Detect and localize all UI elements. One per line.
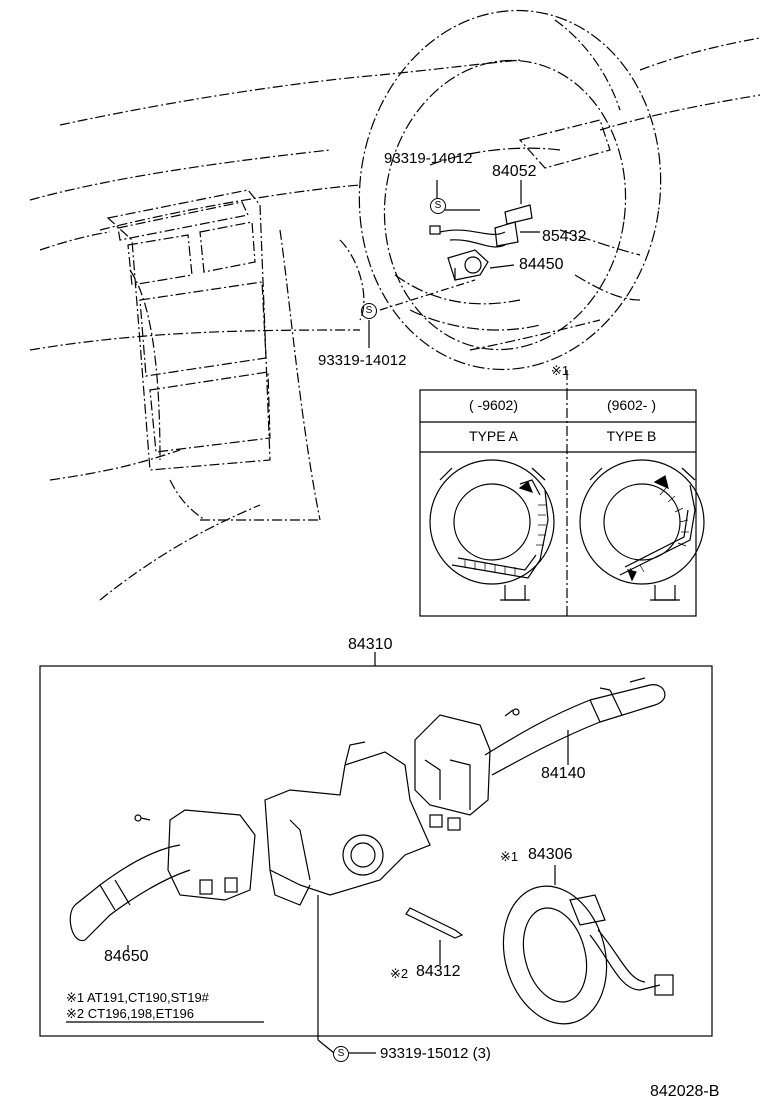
- assembly-box: [39, 665, 713, 1037]
- wiper-switch-drawing: [414, 677, 666, 831]
- diagram-code: 842028-B: [650, 1083, 720, 1100]
- pin-drawing: [405, 907, 464, 965]
- label-light-switch: 84650: [104, 948, 149, 965]
- type-a-spiral-cable: [429, 459, 555, 601]
- center-console: [106, 189, 271, 471]
- table-col-a-range: ( -9602): [468, 397, 519, 413]
- label-bolt-lower: 93319-14012: [318, 352, 407, 369]
- note-1: ※1 AT191,CT190,ST19#: [66, 990, 209, 1005]
- label-bolt-upper: 93319-14012: [384, 150, 473, 167]
- label-pin: 84312: [416, 963, 461, 980]
- table-col-b-range: (9602- ): [606, 397, 657, 413]
- label-ref-mark: ※1: [551, 363, 570, 378]
- label-horn-wire: 84052: [492, 163, 537, 180]
- steering-wheel: [358, 9, 662, 371]
- label-assembly: 84310: [348, 636, 393, 653]
- label-wiper-switch: 84140: [541, 765, 586, 782]
- s-mark-icon: S: [430, 198, 446, 214]
- label-screw-bottom: 93319-15012 (3): [380, 1045, 491, 1062]
- s-mark-icon: S: [333, 1046, 349, 1062]
- horn-assembly: [429, 180, 540, 281]
- light-switch-drawing: [69, 809, 256, 952]
- s-mark-icon: S: [361, 303, 377, 319]
- label-spiral-cable: 84306: [528, 846, 573, 863]
- spiral-cable-drawing: [502, 865, 674, 1025]
- type-b-spiral-cable: [579, 459, 705, 601]
- label-spiral-cable-mark: ※1: [500, 849, 519, 864]
- label-pin-mark: ※2: [390, 966, 409, 981]
- type-table: [419, 370, 697, 617]
- table-col-a-type: TYPE A: [468, 428, 519, 444]
- table-col-b-type: TYPE B: [606, 428, 657, 444]
- label-connector: 85432: [542, 228, 587, 245]
- label-horn-switch: 84450: [519, 256, 564, 273]
- combination-switch-body: [264, 741, 431, 1040]
- note-2: ※2 CT196,198,ET196: [66, 1006, 194, 1021]
- dashboard-outline: [29, 19, 760, 601]
